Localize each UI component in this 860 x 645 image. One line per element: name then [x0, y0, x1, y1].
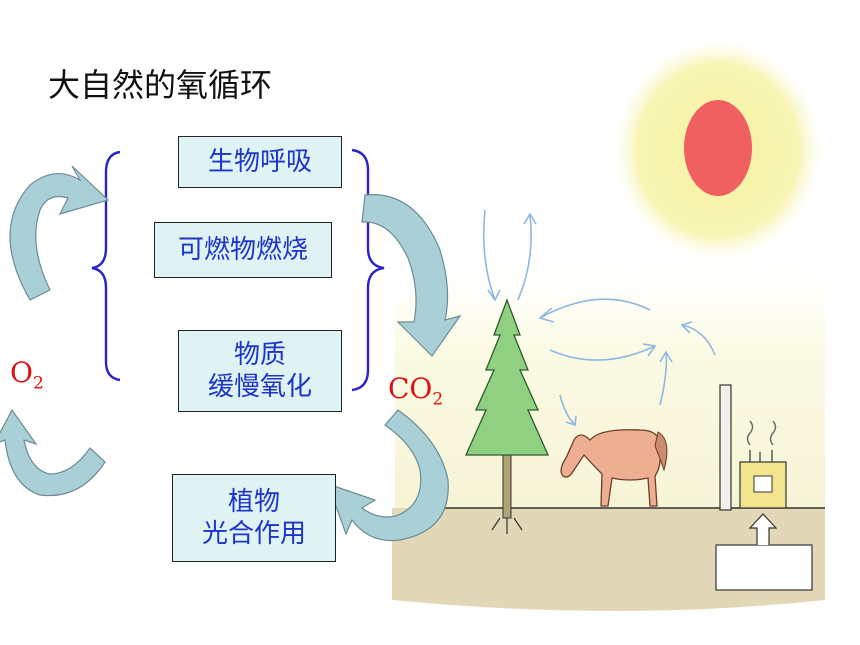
slow-oxidation-line2: 缓慢氧化 [207, 372, 312, 402]
horse [560, 429, 668, 507]
factory [715, 384, 813, 591]
slow-oxidation-box: 物质 缓慢氧化 [178, 330, 342, 412]
photosynthesis-line1: 植物 [227, 486, 280, 517]
photosynthesis-box: 植物 光合作用 [172, 474, 336, 562]
photosynthesis-line2: 光合作用 [201, 519, 306, 549]
pine-tree [464, 298, 550, 534]
page-title: 大自然的氧循环 [48, 66, 273, 104]
sun [610, 35, 826, 265]
respiration-box: 生物呼吸 [178, 136, 342, 188]
combustion-box: 可燃物燃烧 [154, 222, 332, 278]
left-brace [91, 150, 121, 382]
oxygen-label: O2 [10, 356, 44, 394]
combustion-label: 可燃物燃烧 [177, 234, 308, 265]
right-brace [351, 148, 385, 392]
air-flow-arrows [482, 209, 716, 427]
cycle-arrows [0, 165, 462, 542]
slow-oxidation-line1: 物质 [233, 339, 286, 370]
carbon-dioxide-label: CO2 [388, 372, 444, 410]
respiration-label: 生物呼吸 [207, 146, 312, 177]
